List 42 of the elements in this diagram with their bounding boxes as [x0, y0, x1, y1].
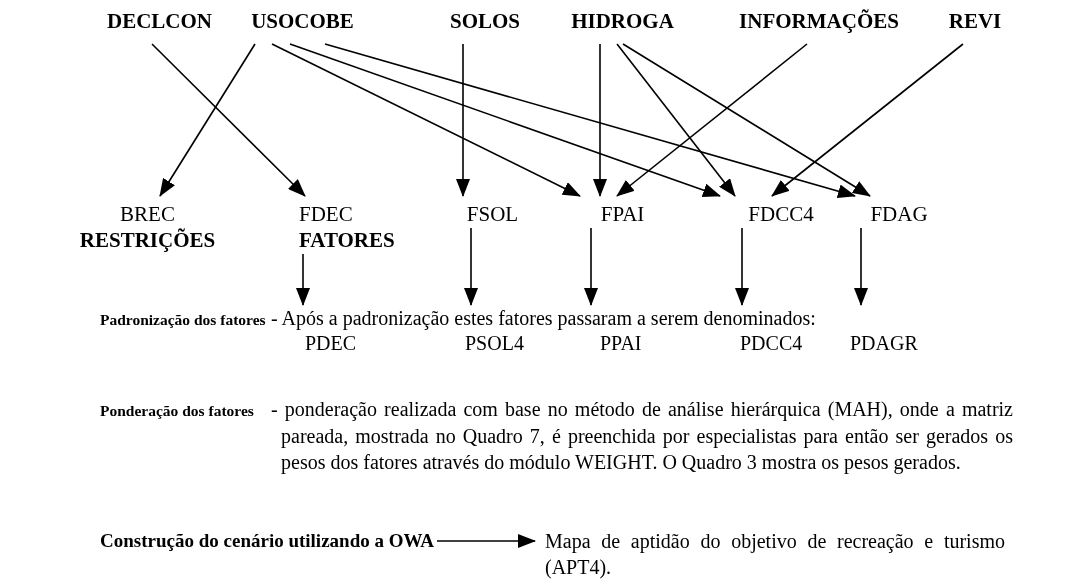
step-heading: Construção do cenário utilizando a OWA: [100, 529, 436, 553]
arrow: [616, 43, 808, 197]
arrow: [151, 43, 306, 197]
arrow: [436, 534, 536, 548]
node-label: USOCOBE: [251, 8, 354, 34]
arrow: [854, 227, 868, 306]
arrow: [771, 43, 964, 197]
arrow: [464, 227, 478, 306]
arrow: [289, 43, 721, 197]
group-heading: RESTRIÇÕES: [79, 227, 216, 253]
arrow: [296, 253, 310, 306]
node-label: FDCC4: [748, 201, 814, 227]
node-label: DECLCON: [107, 8, 212, 34]
node-label: HIDROGA: [571, 8, 674, 34]
text-label: PDAGR: [850, 331, 918, 356]
text-label: PDCC4: [740, 331, 803, 356]
arrow: [735, 227, 749, 306]
node-label: FSOL: [466, 201, 519, 227]
result-text: Mapa de aptidão do objetivo de recreação e turismo (APT4).: [545, 529, 1005, 580]
arrow: [271, 43, 581, 197]
node-label: INFORMAÇÕES: [739, 8, 899, 34]
node-label: FPAI: [600, 201, 645, 227]
node-label: BREC: [120, 201, 175, 227]
text-label: PDEC: [305, 331, 357, 356]
text-label: PSOL4: [465, 331, 524, 356]
arrow: [584, 227, 598, 306]
arrow: [616, 43, 736, 197]
node-label: REVI: [948, 8, 1002, 34]
arrow: [159, 43, 256, 197]
arrow: [456, 43, 470, 197]
node-label: FDAG: [870, 201, 928, 227]
step-heading: Padronização dos fatores: [100, 310, 267, 330]
arrow: [324, 43, 856, 199]
text-label: - ponderação realizada com base no método de análise hierárquica (MAH), onde a matriz pareada, mostrada no Quadro 7, é preenchida por especialistas para então ser gerados os pesos dos fatores através do módulo WEIGHT. O Quadro 3 mostra os pesos gerados.: [271, 397, 1013, 476]
group-heading: FATORES: [299, 227, 395, 253]
text-label: PPAI: [600, 331, 642, 356]
arrow: [593, 43, 607, 197]
step-description: - Após a padronização estes fatores passaram a serem denominados:: [271, 306, 816, 331]
step-heading: Ponderação dos fatores: [100, 401, 254, 421]
arrow: [622, 43, 871, 197]
node-label: FDEC: [299, 201, 353, 227]
node-label: SOLOS: [449, 8, 520, 34]
